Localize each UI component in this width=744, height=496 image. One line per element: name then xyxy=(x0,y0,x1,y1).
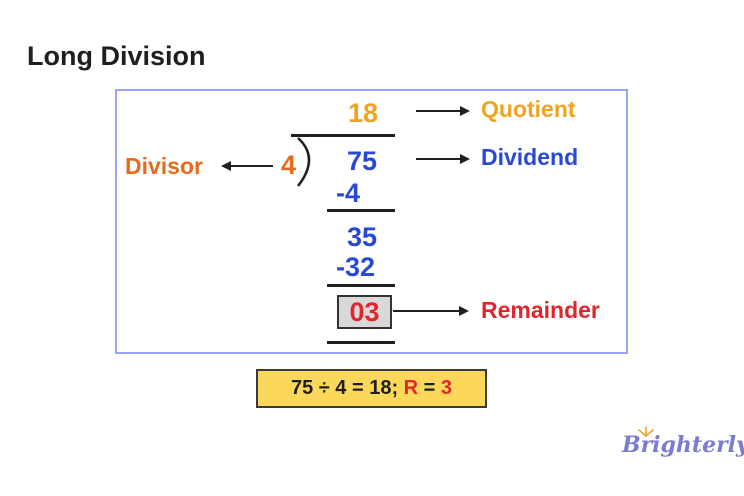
formula-r-value: 3 xyxy=(440,377,453,399)
remainder-box xyxy=(337,295,392,329)
divisor-value: 4 xyxy=(281,150,297,180)
division-bar xyxy=(291,134,395,137)
formula-text: 75 ÷ 4 = 18; R = 3 xyxy=(256,377,487,400)
formula-main: 75 ÷ 4 = 18; xyxy=(290,377,404,399)
formula-equals: = xyxy=(418,377,441,399)
divisor-label: Divisor xyxy=(125,153,203,179)
second-subtraction: -32 xyxy=(336,252,376,282)
division-bracket xyxy=(297,137,311,187)
divisor-arrow xyxy=(221,161,273,171)
first-subtraction: -4 xyxy=(336,178,361,208)
remainder-label: Remainder xyxy=(481,297,600,323)
formula-box xyxy=(256,369,487,408)
logo-sparkle-icon xyxy=(638,426,654,437)
final-line xyxy=(327,341,395,344)
quotient-arrow xyxy=(416,106,470,116)
brand-logo: Brighterly xyxy=(622,432,744,458)
dividend-label: Dividend xyxy=(481,144,579,170)
quotient-value: 18 xyxy=(348,98,379,128)
diagram-frame xyxy=(115,89,628,354)
quotient-label: Quotient xyxy=(481,96,576,122)
dividend-arrow xyxy=(416,154,470,164)
remainder-arrow xyxy=(393,306,469,316)
page-title: Long Division xyxy=(27,41,206,71)
formula-r-label: R xyxy=(403,377,419,399)
subtraction-line-1 xyxy=(327,209,395,212)
dividend-value: 75 xyxy=(347,146,378,176)
subtraction-line-2 xyxy=(327,284,395,287)
remainder-value: 03 xyxy=(349,297,380,327)
second-step-value: 35 xyxy=(347,222,378,252)
